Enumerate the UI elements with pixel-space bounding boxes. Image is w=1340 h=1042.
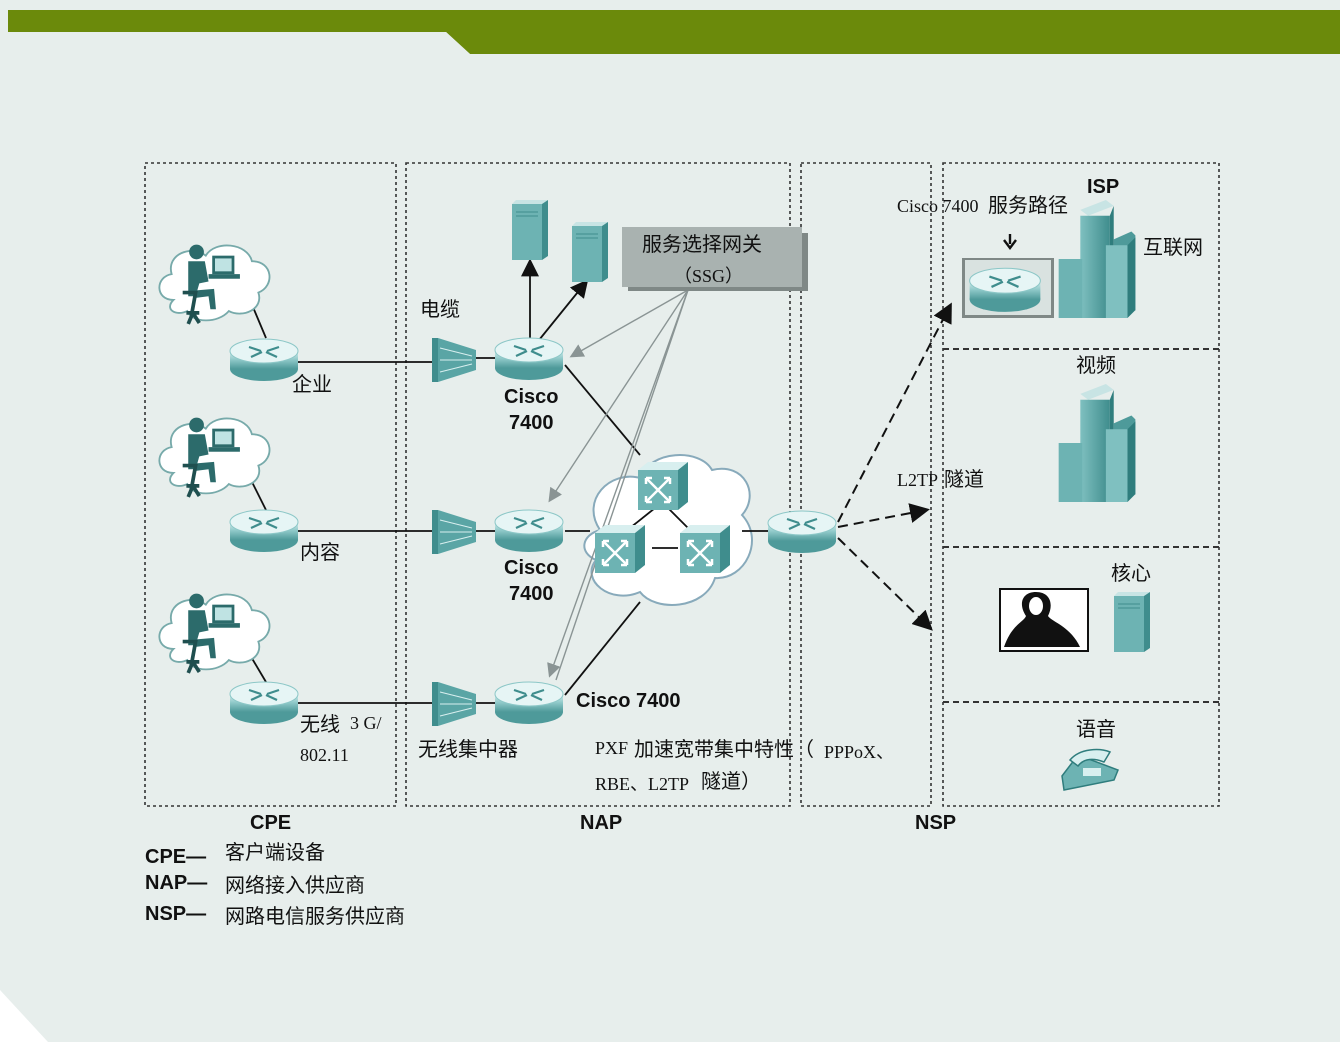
label-ssg-line2: （SSG）: [674, 266, 744, 286]
cpe-router-1-icon: [229, 337, 299, 383]
voice-phone-icon: [1061, 748, 1119, 791]
label-core: 核心: [1111, 561, 1151, 585]
label-wireless-std-1: 3 G/: [350, 713, 382, 733]
switch-top-icon: [638, 462, 688, 510]
label-wireless-concentrator: 无线集中器: [418, 737, 518, 761]
label-video: 视频: [1076, 353, 1116, 377]
ssg-arrow-r2: [548, 289, 689, 503]
label-router-top-2: 7400: [509, 412, 554, 434]
label-pxf-1b: 加速宽带集中特性（: [634, 737, 814, 761]
switch-left-icon: [595, 525, 645, 573]
label-service-path-a: Cisco 7400: [897, 196, 979, 216]
label-ssg-line1: 服务选择网关: [642, 232, 762, 256]
label-router-top-1: Cisco: [504, 386, 559, 408]
label-router-bottom: Cisco 7400: [576, 690, 681, 712]
label-l2tp-a: L2TP: [897, 470, 939, 490]
ssg-arrow-r3: [547, 289, 689, 678]
label-content: 内容: [300, 540, 340, 564]
cpe-router-2-icon: [229, 508, 299, 554]
cisco7400-top-icon: [494, 336, 564, 382]
ssg-arrow-r3b: [555, 289, 689, 681]
link-r3-cloud: [564, 601, 641, 696]
service-path-router-icon: [968, 267, 1042, 314]
legend-desc: 客户端设备: [225, 840, 325, 864]
zone-label-cpe: CPE: [250, 812, 292, 834]
label-pxf-1a: PXF: [595, 738, 629, 758]
zone-cpe-box: [144, 162, 397, 807]
dash-arrow-isp: [837, 302, 952, 523]
header-bar-light: [8, 32, 470, 54]
legend-abbr: NSP—: [145, 903, 207, 925]
link-r1-cloud: [564, 364, 641, 456]
label-voice: 语音: [1076, 717, 1116, 741]
label-service-path-b: 服务路径: [988, 193, 1068, 217]
cpe-router-3-icon: [229, 680, 299, 726]
cisco7400-mid-icon: [494, 508, 564, 554]
label-wireless-std-2: 802.11: [300, 745, 349, 765]
label-pxf-1c: PPPoX、: [824, 742, 895, 762]
legend-abbr: CPE—: [145, 846, 207, 868]
zone-label-nap: NAP: [580, 812, 623, 834]
server-2-icon: [572, 222, 608, 282]
link-sw1-sw3: [667, 507, 689, 529]
label-cable: 电缆: [420, 297, 460, 321]
label-enterprise: 企业: [292, 372, 332, 396]
ssg-arrow-r1: [569, 289, 689, 358]
ssg-box: [622, 227, 802, 287]
core-server-icon: [1114, 592, 1150, 652]
legend-desc: 网路电信服务供应商: [225, 904, 405, 928]
nsp-edge-router-icon: [767, 509, 837, 555]
link-sw1-sw2: [629, 507, 656, 529]
cisco7400-bottom-icon: [494, 680, 564, 726]
label-router-mid-2: 7400: [509, 583, 554, 605]
link-r1-server2: [534, 279, 589, 346]
legend-abbr: NAP—: [145, 872, 208, 894]
header-bar: [8, 10, 1340, 54]
zone-label-nsp: NSP: [915, 812, 957, 834]
label-pxf-2b: 隧道）: [701, 769, 761, 793]
legend-desc: 网络接入供应商: [225, 873, 365, 897]
bottom-corner-cut: [0, 990, 48, 1042]
service-path-arrow: [1003, 234, 1017, 250]
dash-arrow-core: [837, 537, 933, 631]
zone-label-isp: ISP: [1087, 176, 1120, 198]
label-pxf-2a: RBE、L2TP: [595, 774, 690, 794]
zone-isp-box: [942, 162, 1220, 807]
label-l2tp-b: 隧道: [944, 467, 984, 491]
zone-nap-box: [405, 162, 791, 807]
label-internet: 互联网: [1143, 235, 1203, 259]
label-wireless: 无线: [300, 712, 340, 736]
zone-nsp-box: [800, 162, 932, 807]
server-1-icon: [512, 200, 548, 260]
label-router-mid-1: Cisco: [504, 557, 559, 579]
switch-right-icon: [680, 525, 730, 573]
